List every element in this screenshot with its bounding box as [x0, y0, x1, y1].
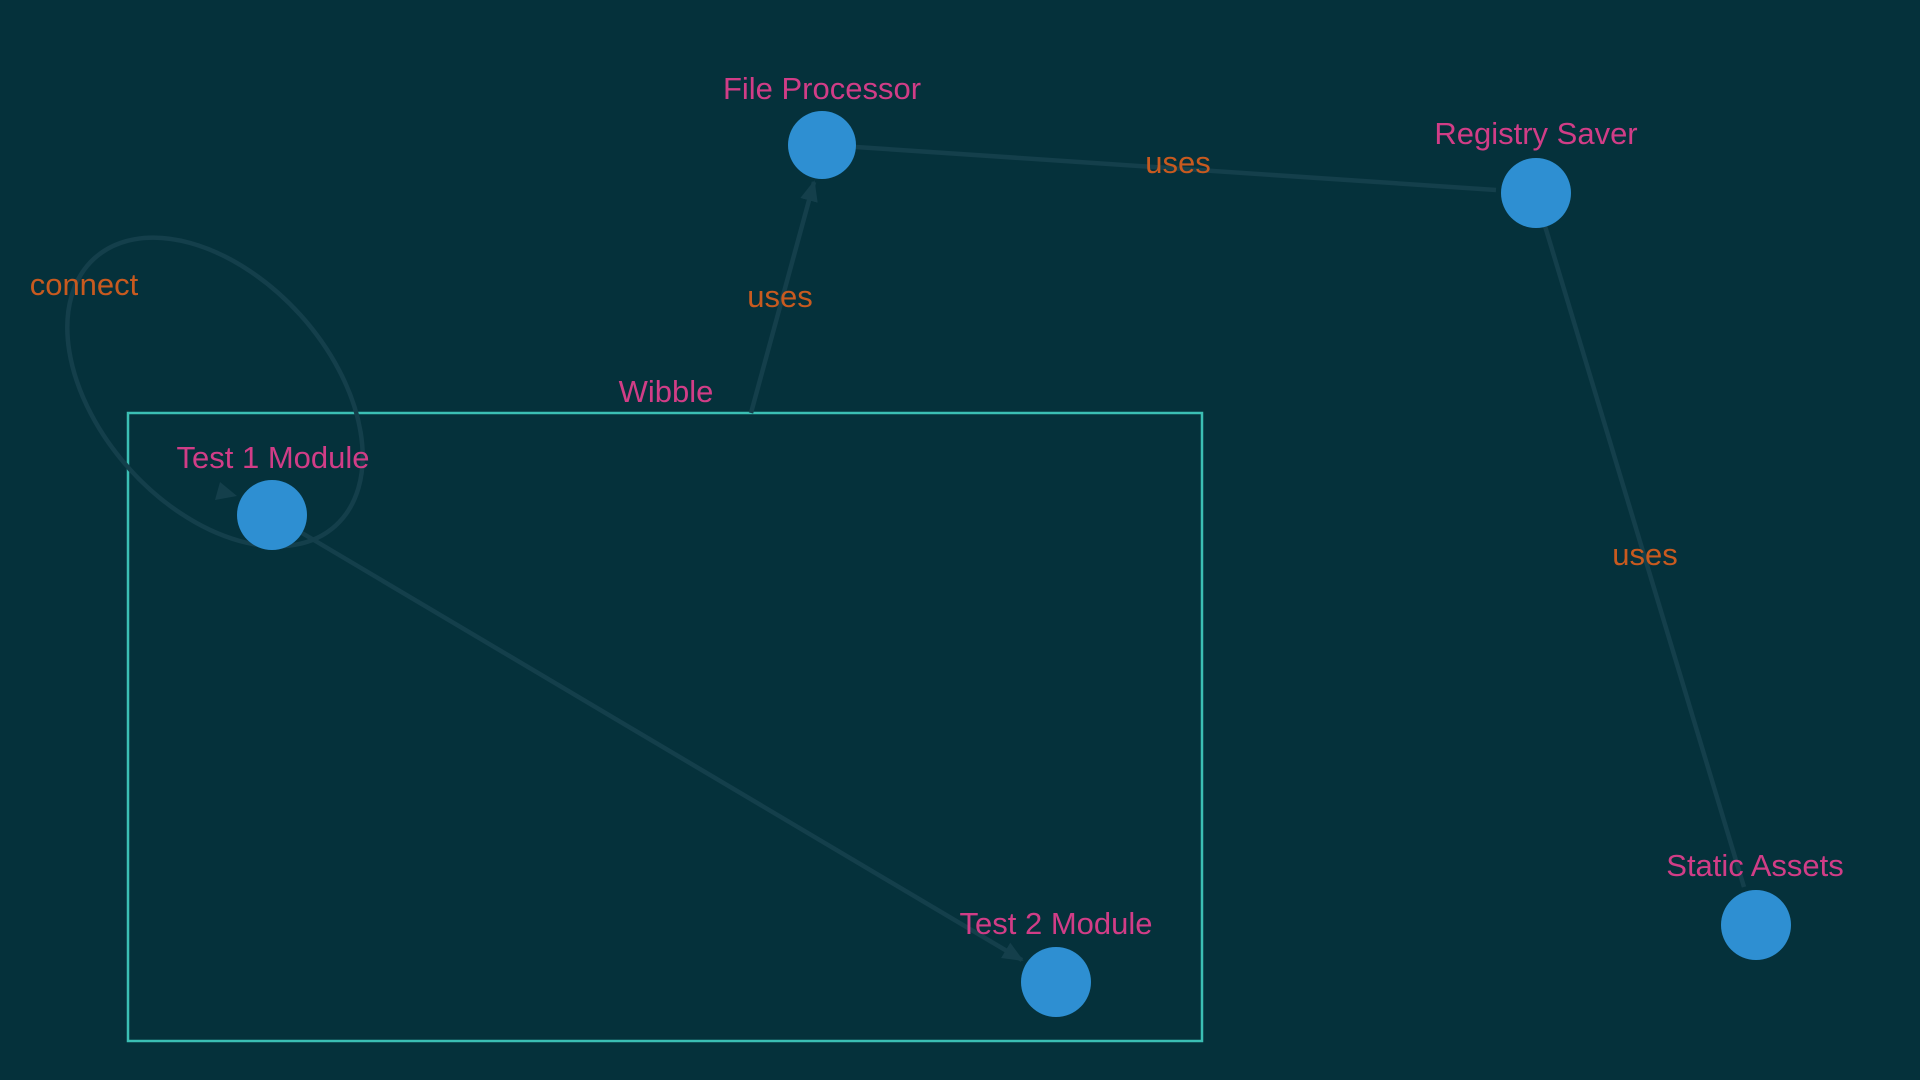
node-label-registry-saver: Registry Saver — [1434, 116, 1637, 151]
edge-label-uses-wibble-fp: uses — [747, 279, 812, 314]
edge-registrysaver-staticassets — [1542, 225, 1747, 888]
node-label-test-1-module: Test 1 Module — [177, 440, 370, 475]
node-test-1-module[interactable] — [237, 480, 307, 550]
node-registry-saver[interactable] — [1501, 158, 1571, 228]
node-label-test-2-module: Test 2 Module — [960, 906, 1153, 941]
edge-label-uses-rs-sa: uses — [1612, 537, 1677, 572]
node-file-processor[interactable] — [788, 111, 856, 179]
node-label-static-assets: Static Assets — [1666, 848, 1843, 883]
self-loop-arrowhead-icon — [215, 482, 237, 500]
edge-label-uses-fp-rs: uses — [1145, 145, 1210, 180]
node-label-file-processor: File Processor — [723, 71, 921, 106]
cluster-wibble-label: Wibble — [619, 374, 714, 409]
edge-label-connect: connect — [30, 267, 139, 302]
edge-test1-test2 — [300, 531, 1024, 962]
node-test-2-module[interactable] — [1021, 947, 1091, 1017]
edge-fileprocessor-registrysaver — [855, 144, 1497, 193]
edge-wibble-fileprocessor — [748, 180, 818, 414]
edge-connect-self-loop — [65, 235, 365, 549]
cluster-wibble-box — [126, 411, 1204, 1043]
node-static-assets[interactable] — [1721, 890, 1791, 960]
